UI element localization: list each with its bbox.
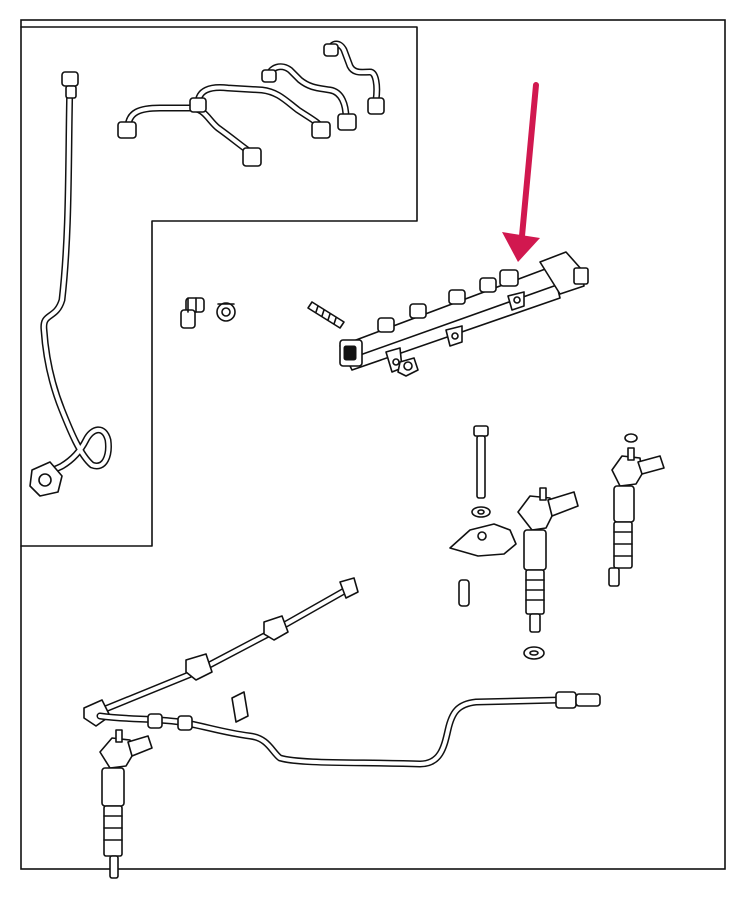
fuel-return-line[interactable] xyxy=(29,71,112,497)
o-ring-small[interactable] xyxy=(624,433,638,443)
injector-seal-washer[interactable] xyxy=(523,646,545,660)
dowel-pin[interactable] xyxy=(458,579,470,607)
leak-off-line[interactable] xyxy=(83,577,359,727)
bolt-washer[interactable] xyxy=(471,506,491,518)
fuel-return-hose[interactable] xyxy=(96,691,601,768)
inset-panel-border xyxy=(20,26,418,547)
injector-clamp[interactable] xyxy=(449,523,517,557)
hose-clip[interactable] xyxy=(231,691,249,723)
fuel-injector-right[interactable] xyxy=(608,447,665,587)
outer-frame xyxy=(20,19,726,870)
clamp-bolt[interactable] xyxy=(473,425,489,499)
rail-nut[interactable] xyxy=(397,357,419,377)
fuel-injector-center[interactable] xyxy=(517,487,579,633)
fuel-injector-lower-left[interactable] xyxy=(99,729,153,879)
bolt-washer-part[interactable] xyxy=(216,302,236,322)
mounting-stud[interactable] xyxy=(307,301,345,329)
callout-arrow xyxy=(502,82,540,262)
high-pressure-lines[interactable] xyxy=(117,40,385,167)
fuel-rail[interactable] xyxy=(339,251,589,373)
pressure-sensor-part[interactable] xyxy=(180,297,205,329)
